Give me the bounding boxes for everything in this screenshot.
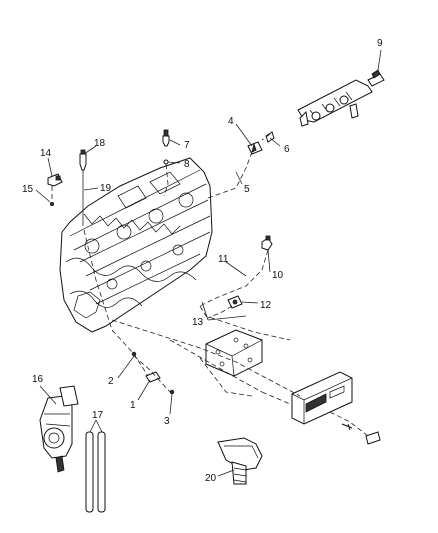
callout-2: 2 xyxy=(108,376,114,387)
sensor-7 xyxy=(162,129,170,147)
callout-8: 8 xyxy=(184,159,190,170)
callout-3: 3 xyxy=(164,416,170,427)
callout-19: 19 xyxy=(100,183,112,194)
callout-labels: 1 2 3 4 5 6 7 8 9 10 11 12 13 14 15 16 1… xyxy=(22,38,383,484)
fuel-rail xyxy=(297,69,385,127)
callout-4: 4 xyxy=(228,116,234,127)
callout-12: 12 xyxy=(260,300,272,311)
callout-5: 5 xyxy=(244,184,250,195)
callout-1: 1 xyxy=(130,400,136,411)
sensor-12 xyxy=(227,295,243,309)
sensor-6 xyxy=(265,131,275,143)
leader-lines xyxy=(35,49,382,477)
callout-7: 7 xyxy=(184,140,190,151)
callout-17: 17 xyxy=(92,410,104,421)
callout-6: 6 xyxy=(284,144,290,155)
sensor-14 xyxy=(47,173,63,187)
callout-16: 16 xyxy=(32,374,44,385)
hose-17b xyxy=(97,431,106,513)
sensor-10 xyxy=(261,235,273,251)
ecm-module xyxy=(291,371,381,445)
hose-17a xyxy=(85,431,94,513)
callout-15: 15 xyxy=(22,184,34,195)
engine-block xyxy=(59,157,213,333)
callout-18: 18 xyxy=(94,138,106,149)
callout-20: 20 xyxy=(205,473,217,484)
washer-8 xyxy=(163,159,169,165)
crank-sensor xyxy=(217,437,263,485)
callout-11: 11 xyxy=(218,254,229,265)
bolt-3 xyxy=(169,389,175,395)
callout-13: 13 xyxy=(192,317,204,328)
bolt-15 xyxy=(50,201,55,206)
callout-10: 10 xyxy=(272,270,284,281)
callout-14: 14 xyxy=(40,148,52,159)
ecm-bracket xyxy=(205,329,263,377)
sensor-18 xyxy=(79,149,87,171)
callout-9: 9 xyxy=(377,38,383,49)
throttle-module xyxy=(39,385,79,473)
